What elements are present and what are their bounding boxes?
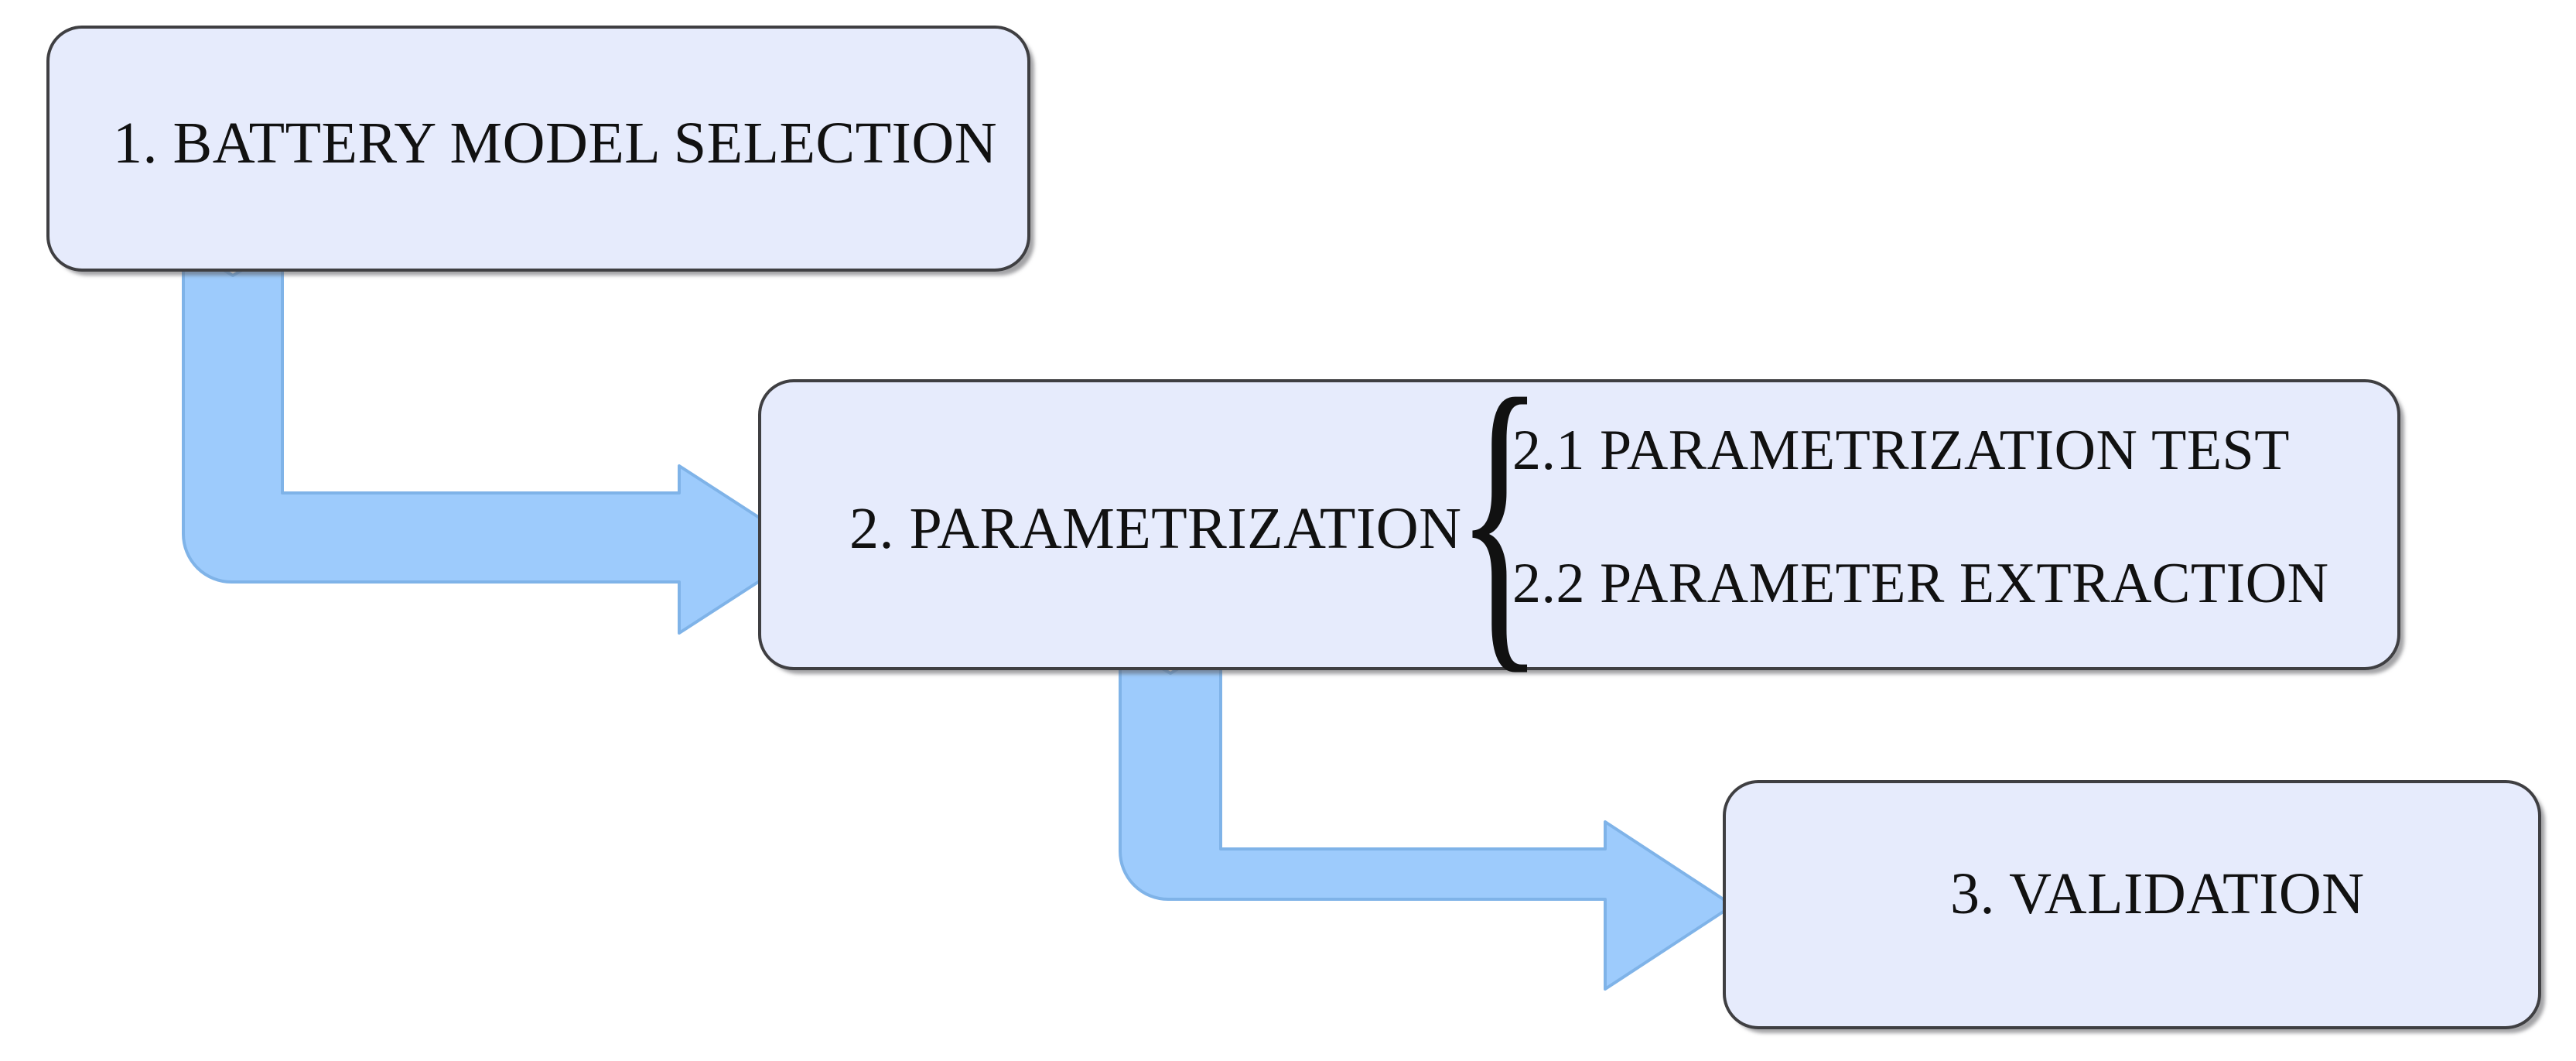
bent-arrow-stage1-to-stage2 (182, 245, 810, 635)
bent-arrow-stage2-to-stage3 (1119, 642, 1734, 991)
stage-2-label: 2. PARAMETRIZATION (849, 496, 1462, 561)
substep-2-2-label: 2.2 PARAMETER EXTRACTION (1512, 552, 2329, 615)
substep-2-1-label: 2.1 PARAMETRIZATION TEST (1512, 419, 2290, 482)
stage-3-label: 3. VALIDATION (1950, 861, 2365, 926)
stage-1-label: 1. BATTERY MODEL SELECTION (113, 111, 998, 176)
stage-box-2[interactable] (758, 379, 2400, 670)
stage-box-3[interactable] (1723, 780, 2541, 1029)
stage-box-1[interactable] (46, 26, 1030, 272)
